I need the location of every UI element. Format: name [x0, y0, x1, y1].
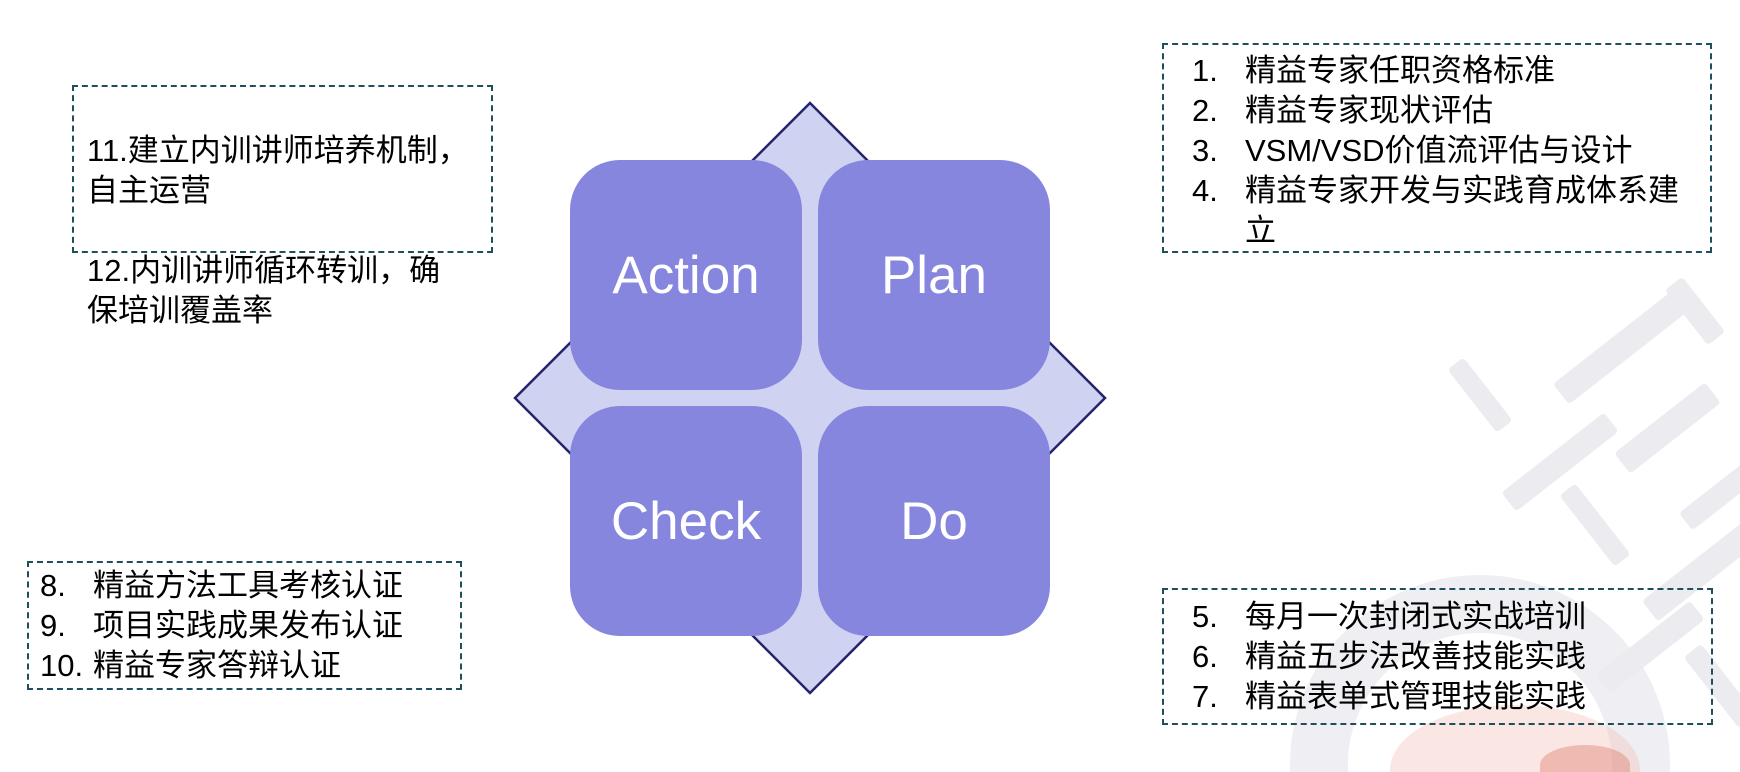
item-number: 8.: [40, 568, 66, 603]
item-number: 1.: [1192, 53, 1218, 88]
item-text: 精益专家任职资格标准: [1245, 53, 1555, 88]
quadrant-do: Do: [818, 406, 1050, 636]
item-text: 精益方法工具考核认证: [93, 568, 403, 603]
quadrant-do-label: Do: [900, 491, 968, 551]
item-number: 4.: [1192, 173, 1218, 208]
item-number: 9.: [40, 608, 66, 643]
note-line: 7. 精益表单式管理技能实践: [1192, 677, 1703, 717]
do-notes-box: 5. 每月一次封闭式实战培训 6. 精益五步法改善技能实践 7. 精益表单式管理…: [1162, 588, 1713, 725]
quadrant-plan: Plan: [818, 160, 1050, 390]
item-text: 精益表单式管理技能实践: [1245, 679, 1586, 714]
note-line: 5. 每月一次封闭式实战培训: [1192, 597, 1703, 637]
action-notes-box: 11.建立内训讲师培养机制， 自主运营 12.内训讲师循环转训，确 保培训覆盖率: [72, 85, 493, 328]
item-text: 项目实践成果发布认证: [93, 608, 403, 643]
item-number: 6.: [1192, 639, 1218, 674]
item-text: 精益五步法改善技能实践: [1245, 639, 1586, 674]
note-line: 12.内训讲师循环转训，确 保培训覆盖率: [87, 253, 441, 328]
note-line: 8. 精益方法工具考核认证: [40, 566, 452, 606]
note-line: 3. VSM/VSD价值流评估与设计: [1192, 131, 1702, 171]
quadrant-plan-label: Plan: [880, 245, 988, 305]
quadrant-check-label: Check: [610, 491, 762, 551]
item-text: 精益专家开发与实践育成体系建 立: [1245, 173, 1679, 248]
quadrant-action: Action: [570, 160, 802, 390]
note-line: 6. 精益五步法改善技能实践: [1192, 637, 1703, 677]
item-number: 5.: [1192, 599, 1218, 634]
item-text: VSM/VSD价值流评估与设计: [1245, 133, 1633, 168]
item-text: 精益专家现状评估: [1245, 93, 1493, 128]
note-line: 9. 项目实践成果发布认证: [40, 606, 452, 646]
item-number: 10.: [40, 648, 84, 683]
quadrant-action-label: Action: [612, 245, 760, 305]
item-text: 每月一次封闭式实战培训: [1245, 599, 1586, 634]
note-line: 10. 精益专家答辩认证: [40, 646, 452, 686]
item-text: 精益专家答辩认证: [93, 648, 341, 683]
note-line: 4. 精益专家开发与实践育成体系建 立: [1192, 171, 1702, 251]
item-number: 2.: [1192, 93, 1218, 128]
quadrant-check: Check: [570, 406, 802, 636]
note-line: 1. 精益专家任职资格标准: [1192, 51, 1702, 91]
item-number: 3.: [1192, 133, 1218, 168]
item-number: 7.: [1192, 679, 1218, 714]
note-line: 2. 精益专家现状评估: [1192, 91, 1702, 131]
note-line: 11.建立内训讲师培养机制， 自主运营: [87, 133, 469, 208]
check-notes-box: 8. 精益方法工具考核认证 9. 项目实践成果发布认证 10. 精益专家答辩认证: [27, 561, 462, 690]
plan-notes-box: 1. 精益专家任职资格标准 2. 精益专家现状评估 3. VSM/VSD价值流评…: [1162, 43, 1712, 253]
